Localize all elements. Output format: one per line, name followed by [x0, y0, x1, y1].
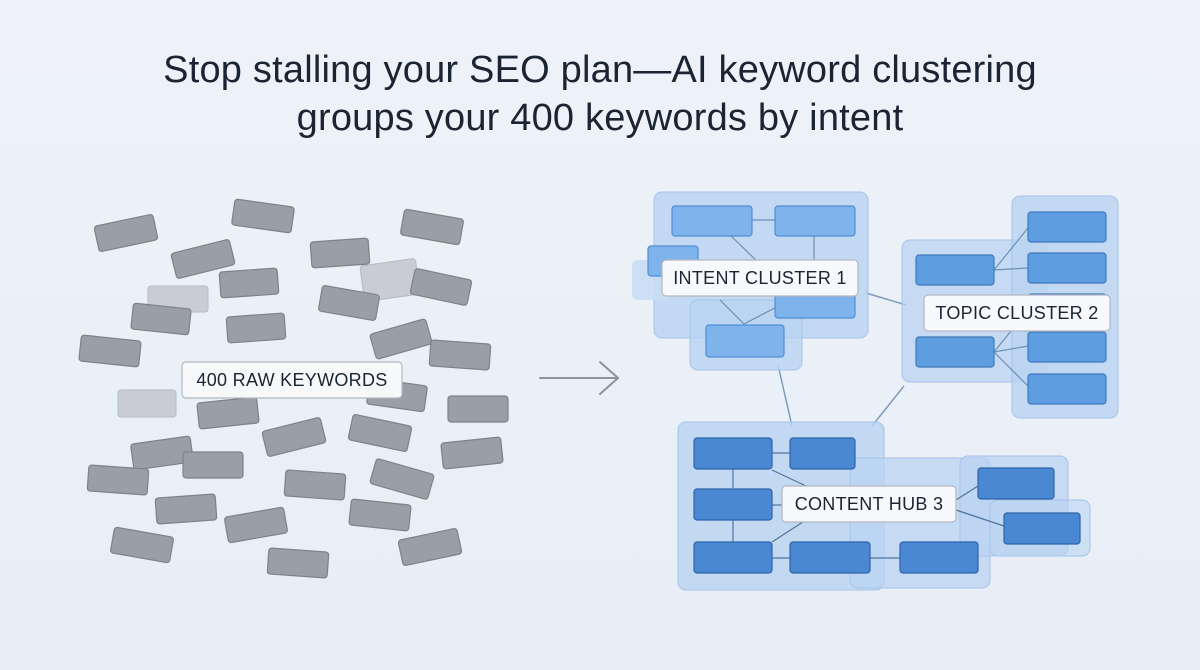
raw-keyword-chip: [224, 506, 288, 544]
topic-keyword-chip: [915, 336, 995, 368]
arrow-icon: [539, 361, 619, 395]
raw-keyword-chips: [78, 198, 509, 579]
hub-keyword-chip: [789, 541, 871, 574]
topic-cluster-2: TOPIC CLUSTER 2: [901, 195, 1119, 419]
raw-keyword-chip: [266, 547, 330, 579]
raw-keyword-chip: [225, 312, 287, 344]
intent-cluster-label-text: INTENT CLUSTER 1: [673, 268, 847, 288]
raw-keyword-chip: [182, 451, 244, 479]
topic-cluster-label-text: TOPIC CLUSTER 2: [935, 303, 1098, 323]
cluster-connectors: [777, 292, 907, 427]
raw-keyword-chip: [170, 239, 236, 279]
intent-keyword-chip: [671, 205, 753, 237]
headline-line-2: groups your 400 keywords by intent: [296, 97, 904, 139]
raw-keyword-chip: [348, 498, 412, 532]
intent-keyword-chip: [705, 324, 785, 358]
topic-cluster-label: TOPIC CLUSTER 2: [923, 294, 1111, 332]
raw-keyword-chip: [283, 469, 347, 501]
raw-keyword-ghosts: [117, 258, 421, 418]
hub-keyword-chip: [693, 541, 773, 574]
headline-line-1: Stop stalling your SEO plan—AI keyword c…: [163, 49, 1037, 91]
raw-keyword-chip: [231, 198, 295, 234]
content-hub-label: CONTENT HUB 3: [781, 485, 957, 523]
topic-keyword-chip: [915, 254, 995, 286]
headline: Stop stalling your SEO plan—AI keyword c…: [40, 46, 1160, 142]
raw-keywords-label-text: 400 RAW KEYWORDS: [196, 370, 387, 390]
raw-keyword-chip: [397, 528, 463, 566]
raw-keyword-chip: [110, 526, 174, 564]
raw-keyword-chip: [78, 334, 142, 368]
raw-keyword-chip: [369, 318, 433, 360]
hub-keyword-chip: [789, 437, 856, 470]
hub-keyword-chip: [1003, 512, 1081, 545]
hub-keyword-chip: [977, 467, 1055, 500]
raw-keyword-chip: [130, 302, 192, 336]
raw-keyword-chip: [400, 208, 464, 246]
topic-keyword-chip: [1027, 373, 1107, 405]
topic-keyword-chip: [1027, 331, 1107, 363]
raw-keyword-chip: [93, 214, 159, 252]
raw-keyword-chip: [318, 285, 380, 321]
raw-keyword-chip: [447, 395, 509, 423]
raw-keyword-chip: [428, 339, 492, 371]
raw-keyword-chip: [369, 458, 435, 500]
intent-cluster-1: INTENT CLUSTER 1: [632, 191, 869, 371]
topic-keyword-chip: [1027, 252, 1107, 284]
hub-keyword-chip: [899, 541, 979, 574]
raw-keywords-label: 400 RAW KEYWORDS: [181, 361, 403, 399]
raw-keyword-chip: [154, 493, 218, 525]
raw-keyword-chip: [440, 436, 504, 470]
raw-keyword-chip: [347, 414, 413, 452]
raw-keyword-chip: [261, 417, 327, 457]
raw-keyword-scatter: 400 RAW KEYWORDS: [78, 198, 509, 579]
raw-keyword-chip: [218, 267, 280, 299]
raw-keyword-chip: [309, 237, 371, 269]
raw-keyword-chip: [409, 268, 473, 306]
intent-cluster-label: INTENT CLUSTER 1: [661, 259, 859, 297]
hub-keyword-chip: [693, 437, 773, 470]
topic-keyword-chip: [1027, 211, 1107, 243]
raw-keyword-chip: [130, 435, 194, 471]
raw-keyword-chip: [86, 464, 150, 496]
raw-keyword-chip: [196, 396, 260, 430]
intent-keyword-chip: [774, 205, 856, 237]
content-hub-3: CONTENT HUB 3: [677, 421, 1091, 591]
raw-keyword-ghost: [117, 389, 177, 418]
content-hub-label-text: CONTENT HUB 3: [795, 494, 944, 514]
hub-keyword-chip: [693, 488, 773, 521]
